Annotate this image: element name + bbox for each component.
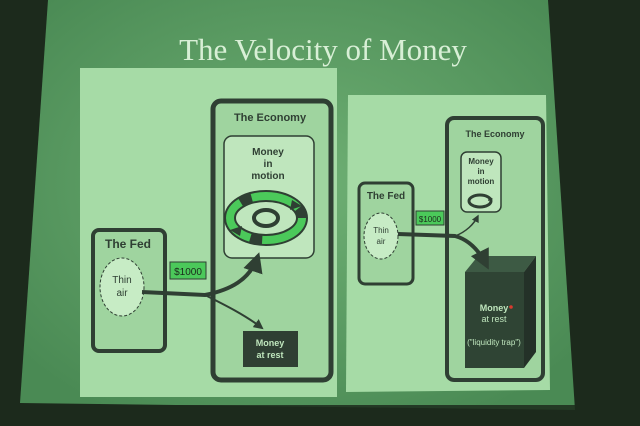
left-amount-tag bbox=[169, 261, 207, 280]
left-rest-line-2: at rest bbox=[256, 350, 283, 360]
right-motion-line-3: motion bbox=[468, 177, 495, 186]
laser-pointer-dot bbox=[509, 305, 513, 309]
left-economy-label: The Economy bbox=[234, 112, 307, 124]
right-circular-arrows-icon bbox=[467, 193, 493, 209]
bottom-shadow bbox=[0, 405, 640, 426]
left-cloud-line-2: air bbox=[116, 288, 128, 299]
right-amount-tag bbox=[415, 210, 445, 226]
left-thin-air-cloud bbox=[99, 257, 145, 317]
right-motion-line-2: in bbox=[477, 167, 484, 176]
right-amount-label: $1000 bbox=[419, 215, 442, 224]
right-cloud-line-1: Thin bbox=[373, 226, 389, 235]
right-flow-arrow-motion bbox=[454, 214, 479, 237]
left-motion-line-1: Money bbox=[252, 147, 284, 158]
left-diagram-panel: The Fed Thin air The Economy Money in mo… bbox=[80, 68, 337, 397]
right-thin-air-cloud bbox=[363, 212, 399, 260]
left-motion-line-3: motion bbox=[251, 171, 284, 182]
left-motion-line-2: in bbox=[264, 159, 273, 170]
right-diagram-panel: The Fed Thin air The Economy Money in mo… bbox=[346, 95, 550, 392]
left-amount-label: $1000 bbox=[174, 267, 202, 278]
left-cloud-line-1: Thin bbox=[112, 275, 131, 286]
right-cloud-line-2: air bbox=[377, 237, 386, 246]
right-rest-line-2: at rest bbox=[481, 314, 507, 324]
left-circular-arrows-icon bbox=[224, 190, 308, 246]
right-economy-label: The Economy bbox=[465, 129, 524, 139]
left-rest-line-1: Money bbox=[256, 338, 285, 348]
right-rest-note: ("liquidity trap") bbox=[467, 338, 521, 347]
right-rest-line-1: Money bbox=[480, 303, 509, 313]
left-money-at-rest-box bbox=[243, 331, 298, 367]
left-fed-label: The Fed bbox=[105, 237, 151, 251]
right-motion-line-1: Money bbox=[468, 157, 494, 166]
right-fed-label: The Fed bbox=[367, 191, 405, 202]
left-flow-arrow-rest bbox=[204, 294, 264, 330]
slide-title: The Velocity of Money bbox=[179, 32, 467, 67]
